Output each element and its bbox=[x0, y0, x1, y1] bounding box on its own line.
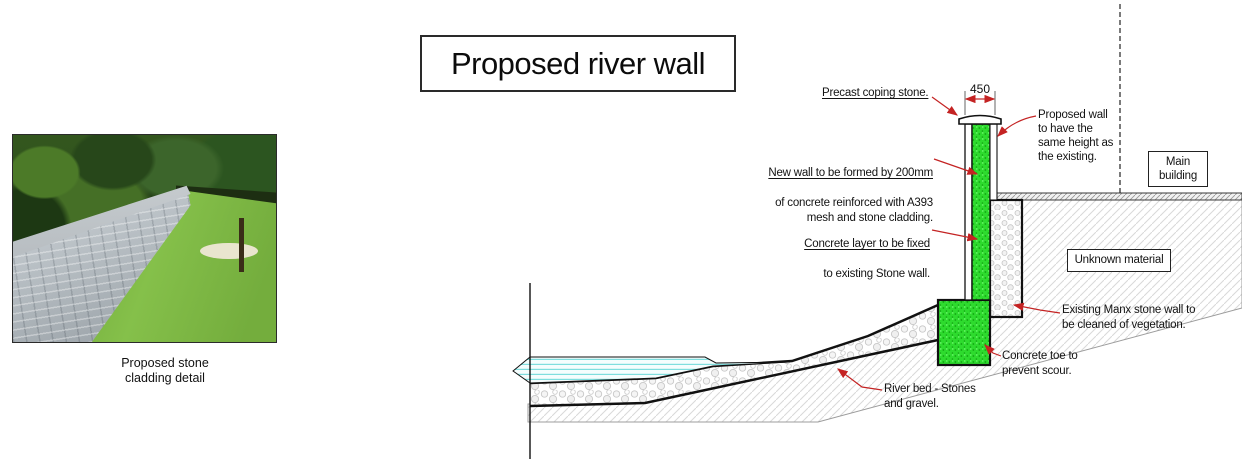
callout-concrete-layer-line1: Concrete layer to be fixed bbox=[804, 238, 930, 250]
dim-450-label: 450 bbox=[969, 82, 991, 96]
page-title: Proposed river wall bbox=[450, 45, 706, 81]
leader-existing-wall bbox=[1012, 302, 1061, 314]
ground-surface-band bbox=[989, 192, 1242, 201]
river-bed-band bbox=[530, 305, 938, 406]
existing-stone-wall bbox=[988, 198, 1024, 319]
leader-river-bed bbox=[837, 368, 883, 391]
callout-proposed-height: Proposed wall to have the same height as… bbox=[1038, 109, 1114, 163]
leader-concrete-toe bbox=[984, 344, 1002, 357]
leader-concrete-layer bbox=[931, 229, 979, 242]
photo-tree-trunk bbox=[239, 217, 245, 272]
callout-river-bed: River bed - Stones and gravel. bbox=[884, 383, 976, 410]
new-concrete-wall bbox=[971, 123, 991, 301]
callout-concrete-layer-rest: to existing Stone wall. bbox=[823, 268, 930, 280]
photo-patio bbox=[199, 242, 258, 260]
concrete-toe bbox=[936, 298, 992, 367]
leader-precast bbox=[931, 96, 958, 116]
photo-caption: Proposed stone cladding detail bbox=[121, 356, 209, 385]
callout-new-wall: New wall to be formed by 200mm of concre… bbox=[755, 151, 933, 226]
main-building-box: Main building bbox=[1148, 151, 1208, 187]
river-bed-bottom-line bbox=[529, 338, 939, 408]
callout-new-wall-rest: of concrete reinforced with A393 mesh an… bbox=[775, 197, 933, 224]
unknown-material-box: Unknown material bbox=[1067, 249, 1171, 272]
callout-precast-coping: Precast coping stone. bbox=[822, 87, 929, 99]
leader-new-wall bbox=[933, 158, 979, 175]
wall-back-strip bbox=[989, 123, 998, 201]
leader-proposed-height bbox=[997, 115, 1037, 137]
river-water bbox=[512, 356, 789, 384]
cladding-photo bbox=[12, 134, 277, 343]
callout-concrete-layer: Concrete layer to be fixed to existing S… bbox=[792, 222, 930, 282]
callout-existing-wall: Existing Manx stone wall to be cleaned o… bbox=[1062, 304, 1196, 331]
callout-concrete-toe: Concrete toe to prevent scour. bbox=[1002, 350, 1078, 377]
title-box: Proposed river wall bbox=[420, 35, 736, 92]
stone-cladding-layer bbox=[964, 123, 973, 301]
callout-new-wall-line1: New wall to be formed by 200mm bbox=[768, 167, 933, 179]
precast-coping-stone bbox=[958, 114, 1002, 125]
